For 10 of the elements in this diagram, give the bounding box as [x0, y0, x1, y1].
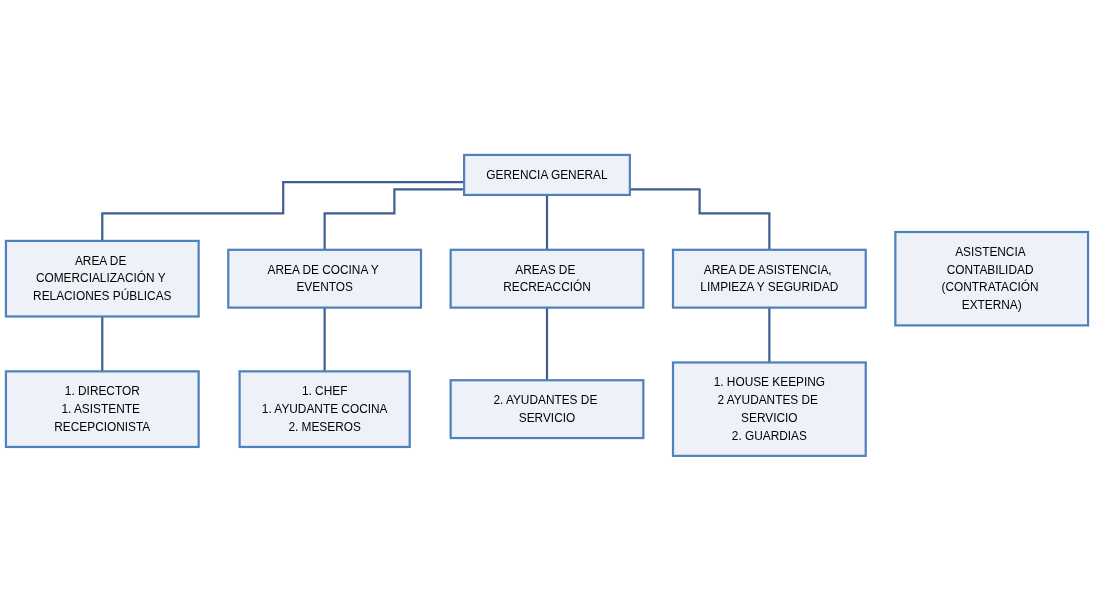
node-box: 1. DIRECTOR 1. ASISTENTE RECEPCIONISTA — [4, 370, 200, 449]
node-box: ASISTENCIA CONTABILIDAD (CONTRATACIÓN EXTERNA) — [894, 231, 1090, 327]
node-box: AREA DE COCINA Y EVENTOS — [227, 248, 423, 309]
node-box: AREA DE ASISTENCIA, LIMPIEZA Y SEGURIDAD — [671, 248, 867, 309]
node-box: 2. AYUDANTES DE SERVICIO — [449, 379, 645, 440]
node-box: 1. HOUSE KEEPING 2 AYUDANTES DE SERVICIO 2. GUARDIAS — [671, 361, 867, 458]
node-box: GERENCIA GENERAL — [463, 153, 631, 197]
node-box: AREA DE COMERCIALIZACIÓN Y RELACIONES PÚBLICAS — [4, 239, 200, 318]
node-box: 1. CHEF 1. AYUDANTE COCINA 2. MESEROS — [238, 370, 411, 449]
node-box: AREAS DE RECREACCIÓN — [449, 248, 645, 309]
